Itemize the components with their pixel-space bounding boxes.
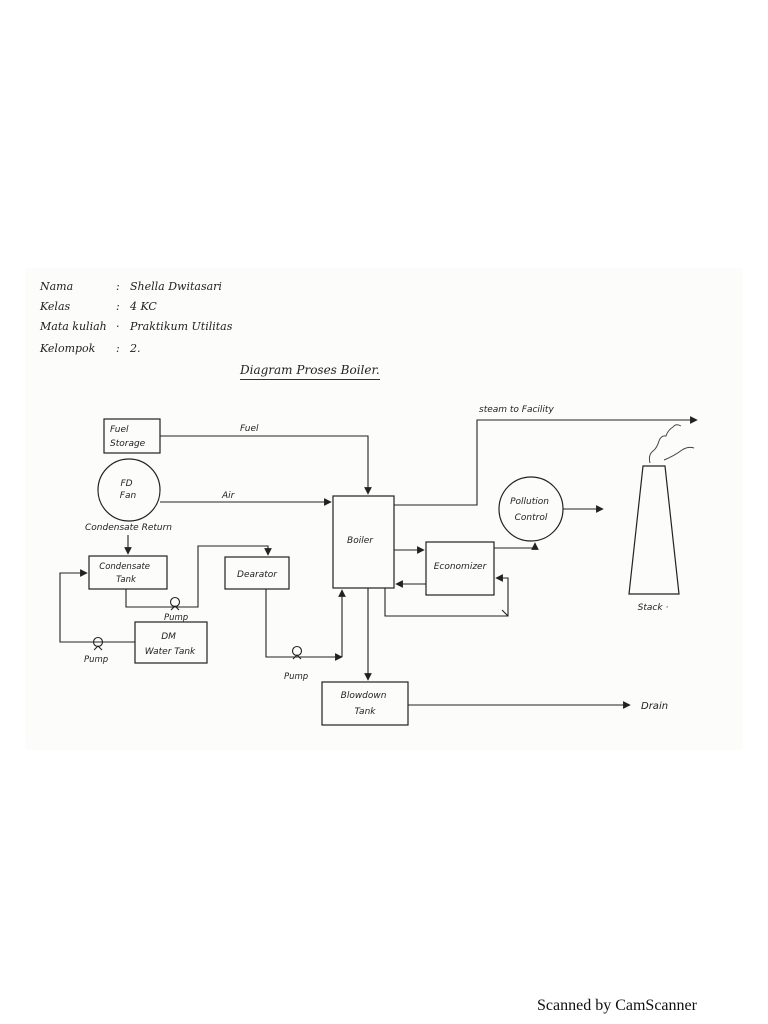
dm-to-condensate-line (59, 569, 135, 643)
blowdown-tank-box (321, 681, 409, 726)
deaerator-to-boiler-line (265, 589, 343, 661)
fuel-storage-label: Fuel Storage (110, 425, 146, 449)
info-separator: : (116, 280, 120, 293)
boiler-box (332, 495, 395, 589)
condensate-tank-label-line1: Condensate (99, 562, 150, 572)
condensate-tank-label-line2: Tank (116, 575, 137, 585)
fd-fan-label: FD Fan (120, 479, 137, 501)
economizer-box (425, 541, 495, 596)
scanned-sheet (25, 268, 743, 750)
fd-fan-circle (97, 458, 161, 522)
info-label: Kelompok (40, 342, 96, 355)
fuel-storage-label-line1: Fuel (110, 425, 129, 435)
pollution-control-label: Pollution Control (510, 497, 552, 523)
condensate-tank-box (88, 555, 168, 590)
blowdown-tank-label-line2: Tank (355, 707, 377, 717)
info-label: Mata kuliah (40, 320, 107, 333)
fd-fan-label-line1: FD (121, 479, 133, 489)
smoke-plume (648, 424, 695, 464)
info-separator: : (116, 300, 120, 313)
fuel-flow-label: Fuel (240, 424, 259, 434)
info-value: 2. (130, 342, 141, 355)
economizer-label: Economizer (434, 562, 488, 572)
dm-water-tank-label: DM Water Tank (145, 632, 196, 657)
info-separator: · (116, 320, 120, 333)
condensate-to-deaerator-line (125, 545, 272, 608)
student-info: Nama : Shella Dwitasari Kelas : 4 KC Mat… (40, 280, 440, 360)
stack-shape (628, 465, 680, 595)
info-value: Praktikum Utilitas (130, 320, 233, 333)
pump-icon (291, 645, 303, 660)
info-label: Nama (40, 280, 74, 293)
fd-fan-label-line2: Fan (120, 491, 137, 501)
pollution-control-label-line2: Control (515, 513, 548, 523)
fuel-storage-label-line2: Storage (110, 439, 146, 449)
dm-water-tank-label-line1: DM (161, 632, 176, 642)
condensate-tank-label: Condensate Tank (99, 562, 152, 585)
scanner-watermark: Scanned by CamScanner (537, 997, 697, 1014)
info-separator: : (116, 342, 120, 355)
steam-line (394, 416, 698, 506)
air-flow-label: Air (221, 491, 236, 501)
deaerator-box (224, 556, 290, 590)
dm-water-tank-label-line2: Water Tank (145, 647, 196, 657)
steam-flow-label: steam to Facility (479, 405, 554, 415)
pump-label-3: Pump (284, 672, 308, 682)
boiler-label: Boiler (347, 536, 374, 546)
info-value: 4 KC (130, 300, 157, 313)
pump-icon (92, 636, 104, 651)
recycle-loop-tick (501, 609, 509, 617)
fuel-line (160, 435, 372, 495)
pollution-control-circle (498, 476, 564, 542)
blowdown-tank-label: Blowdown Tank (341, 691, 390, 717)
blowdown-tank-label-line1: Blowdown (341, 691, 387, 701)
drain-label: Drain (641, 701, 668, 712)
stack-label: Stack · (638, 603, 669, 613)
economizer-to-pollution-line (494, 542, 539, 550)
deaerator-label: Dearator (237, 570, 278, 580)
pump-icon (169, 596, 181, 611)
info-value: Shella Dwitasari (130, 280, 222, 293)
pump-label-1: Pump (164, 613, 188, 623)
diagram-title: Diagram Proses Boiler. (240, 363, 380, 380)
pollution-control-label-line1: Pollution (510, 497, 549, 507)
condensate-return-label: Condensate Return (85, 523, 172, 533)
pump-label-2: Pump (84, 655, 108, 665)
info-label: Kelas (40, 300, 71, 313)
